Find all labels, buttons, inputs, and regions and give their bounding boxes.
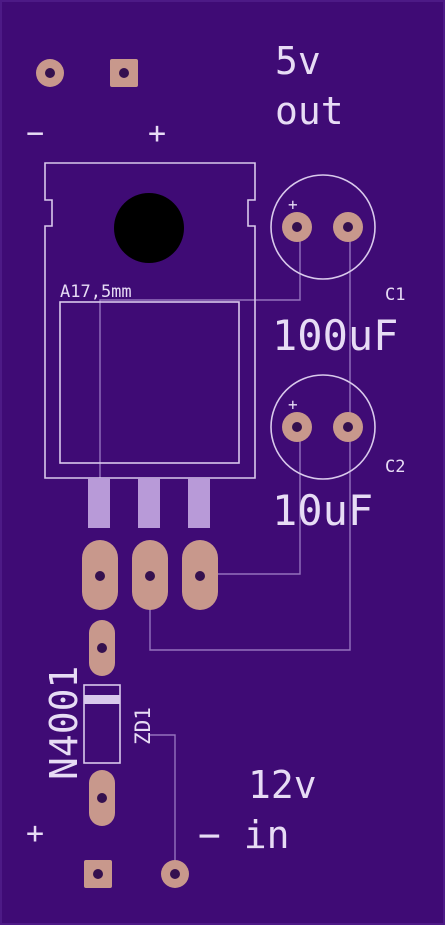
c1-ref-label: C1: [385, 285, 405, 305]
trace-ground: [149, 225, 351, 651]
diode-body: [83, 684, 121, 764]
regulator-lead-1: [88, 478, 110, 528]
diode-value-label: N4001: [42, 666, 86, 780]
regulator-body: [59, 301, 240, 464]
regulator-lead-2: [138, 478, 160, 528]
c2-polarity-mark: +: [288, 395, 298, 414]
output-minus-label: −: [26, 116, 44, 151]
trace-out-positive: [99, 225, 301, 525]
c2-ref-label: C2: [385, 457, 405, 477]
c2-value-label: 10uF: [272, 486, 373, 535]
input-plus-label: +: [26, 816, 44, 851]
regulator-label: A17,5mm: [60, 282, 132, 302]
regulator-mount-hole: [114, 193, 184, 263]
regulator-lead-3: [188, 478, 210, 528]
output-word-label: out: [275, 89, 344, 133]
regulator-outline: [44, 162, 256, 479]
c2-outline: [270, 374, 376, 480]
trace-ground-in: [150, 734, 176, 875]
voltage-regulator: [44, 162, 256, 610]
c1-polarity-mark: +: [288, 195, 298, 214]
output-voltage-label: 5v: [275, 39, 321, 83]
input-voltage-label: 12v: [248, 763, 317, 807]
input-word-label: − in: [198, 813, 290, 857]
input-connector: [84, 860, 189, 888]
c1-value-label: 100uF: [272, 311, 398, 360]
diode-cathode-band: [84, 695, 120, 704]
trace-c2: [200, 426, 301, 575]
diode-ref-label: ZD1: [131, 707, 155, 745]
output-plus-label: +: [148, 116, 166, 151]
c1-outline: [270, 174, 376, 280]
capacitor-c1: [270, 174, 376, 280]
diode-zd1: [83, 620, 121, 826]
output-connector: [36, 59, 138, 87]
capacitor-c2: [270, 374, 376, 480]
